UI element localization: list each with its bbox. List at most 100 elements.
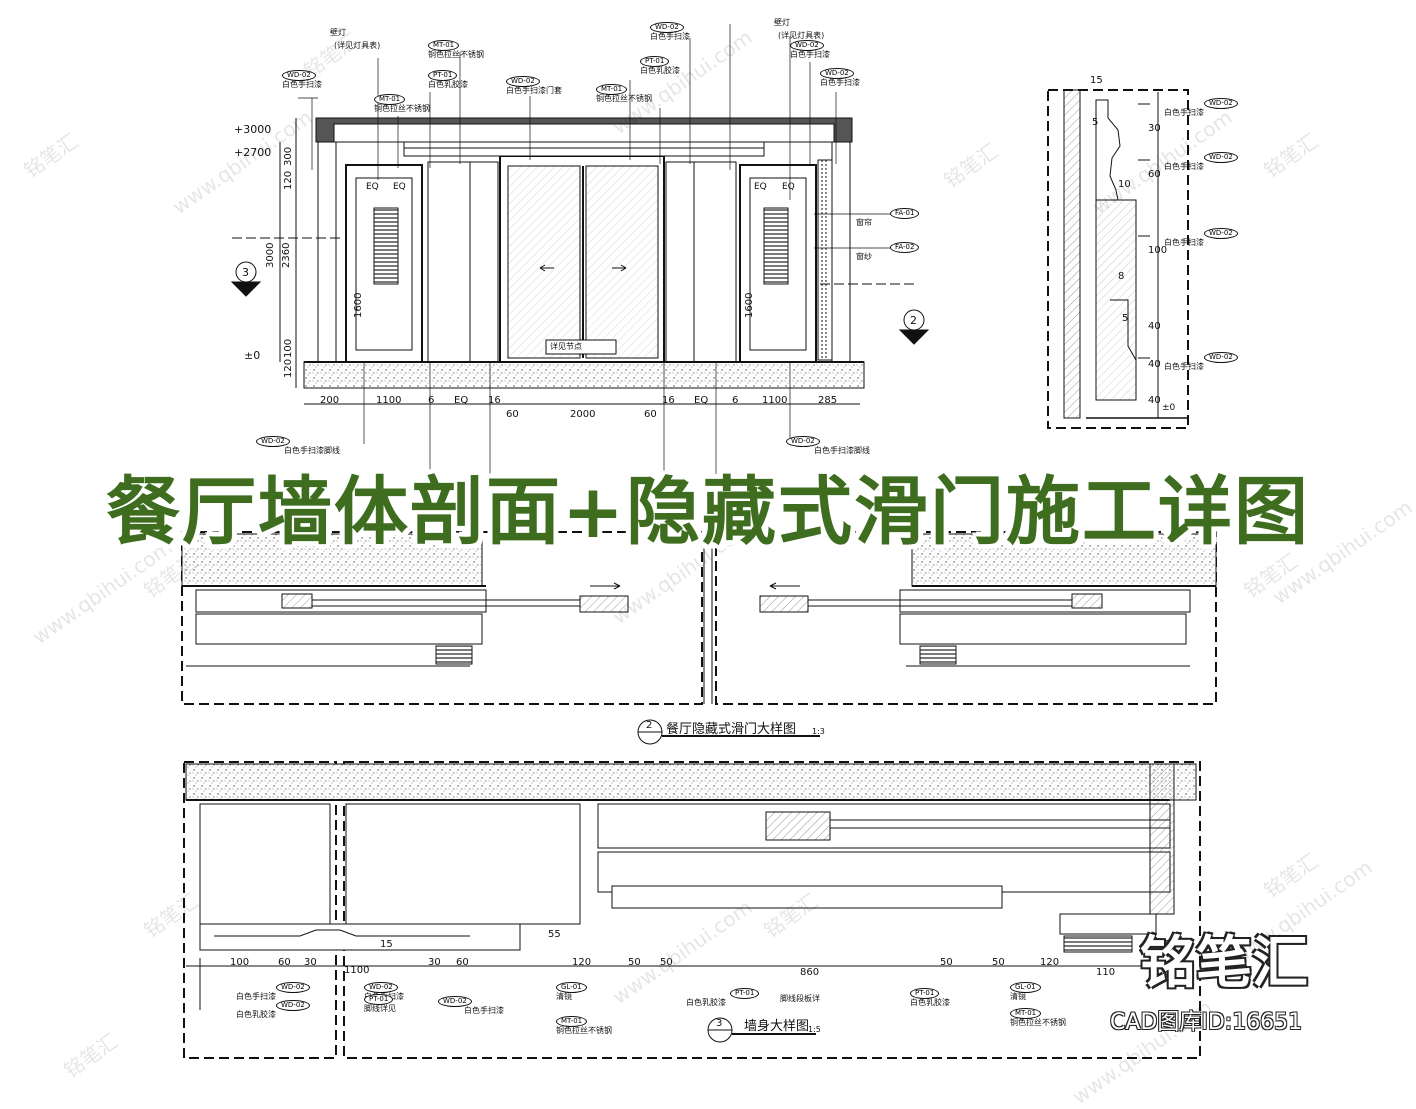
elevation-text-10: 白色手扫漆 [790, 50, 830, 59]
elevation-text-3: 白色手扫漆门套 [506, 86, 562, 95]
detail3-left-border [183, 761, 337, 1059]
elevation-tag-3: WD-02 [506, 76, 540, 87]
callout-2-number: 2 [910, 314, 917, 327]
elevation-tag-4: MT-01 [374, 94, 406, 105]
cad-id-label: CAD图库ID:16651 [1110, 1010, 1303, 1035]
vdim-1600-left: 1600 [353, 292, 364, 318]
detail3-text-7: 白色乳胶漆 [686, 998, 726, 1007]
eq-label-2: EQ [393, 182, 406, 192]
section-detail-border [1047, 89, 1189, 429]
level-0: ±0 [244, 349, 261, 362]
brand-logo: 铭笔汇 [1140, 931, 1308, 996]
elevation-sub-0: (详见灯具表) [334, 41, 381, 50]
elevation-tag-10: WD-02 [790, 40, 824, 51]
bottom-dim-4: 16 [488, 395, 501, 406]
elevation-tag-13: FA-02 [890, 242, 920, 253]
elevation-text-6: 白色手扫漆 [650, 32, 690, 41]
bottom-dim-10: 6 [732, 395, 739, 406]
section-detail-text-1: 白色手扫漆 [1164, 162, 1204, 171]
bottom-dim-0: 200 [320, 395, 340, 406]
detail3-text-10: 清镜 [1010, 992, 1026, 1001]
elevation-text-11: 白色手扫漆 [820, 78, 860, 87]
elevation-text-15: 白色手扫漆脚线 [814, 446, 870, 455]
section-dim-3: 60 [1148, 169, 1161, 180]
detail3-dim-7: 15 [380, 939, 393, 950]
left-wall-panel [345, 164, 423, 363]
section-detail-text-3: 白色手扫漆 [1164, 362, 1204, 371]
bottom-dim-7: 60 [644, 409, 657, 420]
elevation-text-12: 窗帘 [856, 218, 872, 227]
elevation-text-4: 铜色拉丝不锈钢 [374, 104, 430, 113]
callout-3-number: 3 [242, 266, 249, 279]
vdim-1600-right: 1600 [744, 292, 755, 318]
section-dim-9: 40 [1148, 359, 1161, 370]
glass-panel-right [585, 165, 659, 359]
detail3-dim-1: 60 [278, 957, 291, 968]
elevation-text-7: 白色手扫漆 [282, 80, 322, 89]
detail3-dim-2: 30 [304, 957, 317, 968]
bottom-dim-1: 1100 [376, 395, 402, 406]
section-detail-tag-0: WD-02 [1204, 98, 1238, 109]
section-detail-text-0: 白色手扫漆 [1164, 108, 1204, 117]
detail3-dim-3: 1100 [344, 965, 370, 976]
eq-label-1: EQ [366, 182, 379, 192]
detail3-tag-10: GL-01 [1010, 982, 1041, 993]
elevation-text-13: 窗纱 [856, 252, 872, 261]
detail3-text-6: 铜色拉丝不锈钢 [556, 1026, 612, 1035]
bottom-dim-6: 2000 [570, 409, 596, 420]
detail3-dim-9: 50 [628, 957, 641, 968]
detail3-tag-9: PT-01 [910, 988, 940, 999]
detail3-text-11: 铜色拉丝不锈钢 [1010, 1018, 1066, 1027]
elevation-text-8: 铜色拉丝不锈钢 [596, 94, 652, 103]
section-dim-6: 8 [1118, 271, 1125, 282]
section-dim-1: 5 [1092, 117, 1099, 128]
detail3-scale: 1:5 [808, 1025, 821, 1034]
section-dim-4: 10 [1118, 179, 1131, 190]
section-dim-0: 15 [1090, 75, 1103, 86]
section-dim-2: 30 [1148, 123, 1161, 134]
detail2-title: 餐厅隐藏式滑门大样图 [666, 722, 797, 737]
detail3-dim-14: 120 [1040, 957, 1060, 968]
elevation-text-2: 白色乳胶漆 [428, 80, 468, 89]
section-dim-10: 40 [1148, 395, 1161, 406]
detail3-dim-12: 50 [940, 957, 953, 968]
door-detail-label: 详见节点 [550, 342, 582, 351]
banner-title: 餐厅墙体剖面+隐藏式滑门施工详图 [105, 469, 1310, 555]
vdim-100: 100 [283, 338, 294, 358]
elevation-tag-15: WD-02 [786, 436, 820, 447]
detail3-dim-6: 55 [548, 929, 561, 940]
detail3-dim-4: 30 [428, 957, 441, 968]
right-wall-panel [739, 164, 817, 363]
elevation-tag-6: WD-02 [650, 22, 684, 33]
detail3-number: 3 [716, 1018, 723, 1029]
bottom-dim-3: EQ [454, 395, 469, 406]
detail3-tag-2: WD-02 [364, 982, 398, 993]
bottom-dim-12: 285 [818, 395, 838, 406]
detail3-tag-11: MT-01 [1010, 1008, 1042, 1019]
bottom-dim-11: 1100 [762, 395, 788, 406]
detail3-tag-1: WD-02 [276, 1000, 310, 1011]
detail3-dim-5: 60 [456, 957, 469, 968]
bottom-dim-9: EQ [694, 395, 709, 406]
detail3-text-1: 白色乳胶漆 [236, 1010, 276, 1019]
elevation-text-5: 白色乳胶漆 [640, 66, 680, 75]
bottom-dim-5: 60 [506, 409, 519, 420]
detail3-tag-7: PT-01 [730, 988, 760, 999]
bottom-dim-8: 16 [662, 395, 675, 406]
detail3-right-border [343, 761, 1201, 1059]
detail3-title: 墙身大样图 [744, 1019, 810, 1034]
detail2-number: 2 [646, 720, 653, 731]
elevation-text-14: 白色手扫漆脚线 [284, 446, 340, 455]
detail3-tag-6: MT-01 [556, 1016, 588, 1027]
elevation-tag-12: FA-01 [890, 208, 920, 219]
section-detail-text-2: 白色手扫漆 [1164, 238, 1204, 247]
detail3-dim-16: 15 [1158, 939, 1171, 950]
detail3-tag-3: PT-01 [364, 994, 394, 1005]
detail2-scale: 1:3 [812, 727, 825, 736]
elevation-tag-1: MT-01 [428, 40, 460, 51]
section-detail-tag-1: WD-02 [1204, 152, 1238, 163]
vdim-300: 300 [283, 146, 294, 166]
elevation-text-9: 壁灯 [774, 18, 790, 27]
eq-label-4: EQ [782, 182, 795, 192]
